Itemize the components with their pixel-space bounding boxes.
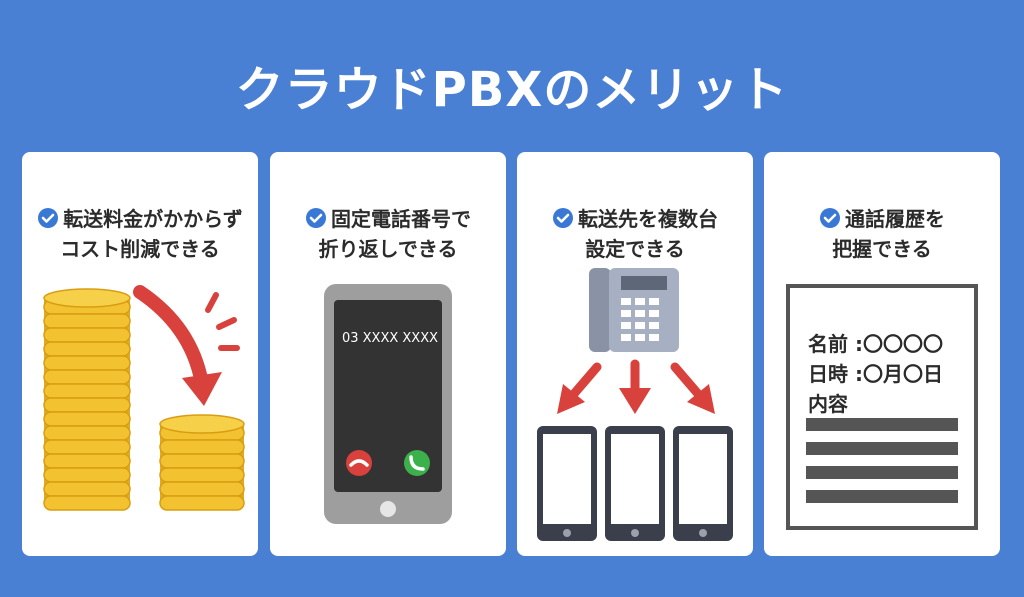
tablet-icon [605,426,665,541]
card-title-line1: 固定電話番号で [331,207,471,231]
tablet-icon [537,426,597,541]
check-circle-icon [553,208,573,228]
card-title-line1: 転送料金がかからず [63,207,243,231]
forward-arrows-icon [557,359,715,414]
card-title-line2: 把握できる [832,237,932,261]
card-call-history: 名前 :〇〇〇〇 日時 :〇月〇日 内容 通話履歴を 把握できる [764,152,1000,556]
memo-name: 名前 :〇〇〇〇 [808,332,943,356]
coin-stack-tall [43,288,131,511]
desk-phone-icon [589,268,679,352]
call-answer-icon [404,450,430,476]
card-fixed-number: 03 XXXX XXXX 固定電話番号で 折り返しできる [270,152,506,556]
card-multiple-forwarding: 転送先を複数台 設定できる [517,152,753,556]
tablet-icon [673,426,733,541]
card-title-line1: 転送先を複数台 [578,207,718,231]
page-title: クラウドPBXのメリット [235,62,789,118]
smartphone-illustration [324,284,452,524]
card-title-line2: 折り返しできる [318,237,458,261]
memo-illustration [786,284,978,530]
card-title-line2: コスト削減できる [60,237,220,261]
check-circle-icon [306,208,326,228]
check-circle-icon [38,208,59,228]
phone-number: 03 XXXX XXXX [341,331,439,346]
check-circle-icon [820,208,840,228]
coins-illustration [43,285,245,511]
down-arrow-icon [133,285,222,406]
card-cost-reduction: 転送料金がかからず コスト削減できる [22,152,258,556]
card-title-line2: 設定できる [585,237,685,261]
forwarding-illustration [537,268,733,541]
card-title: 通話履歴を 把握できる [764,204,1000,264]
card-title: 転送料金がかからず コスト削減できる [22,204,258,264]
memo-content: 内容 [808,392,848,416]
memo-datetime: 日時 :〇月〇日 [808,362,943,386]
coin-stack-short [159,414,245,511]
impact-lines-icon [205,292,240,351]
card-title: 転送先を複数台 設定できる [517,204,753,264]
card-title: 固定電話番号で 折り返しできる [270,204,506,264]
hang-up-icon [346,450,372,476]
memo-lines [806,418,958,503]
card-title-line1: 通話履歴を [845,207,945,231]
